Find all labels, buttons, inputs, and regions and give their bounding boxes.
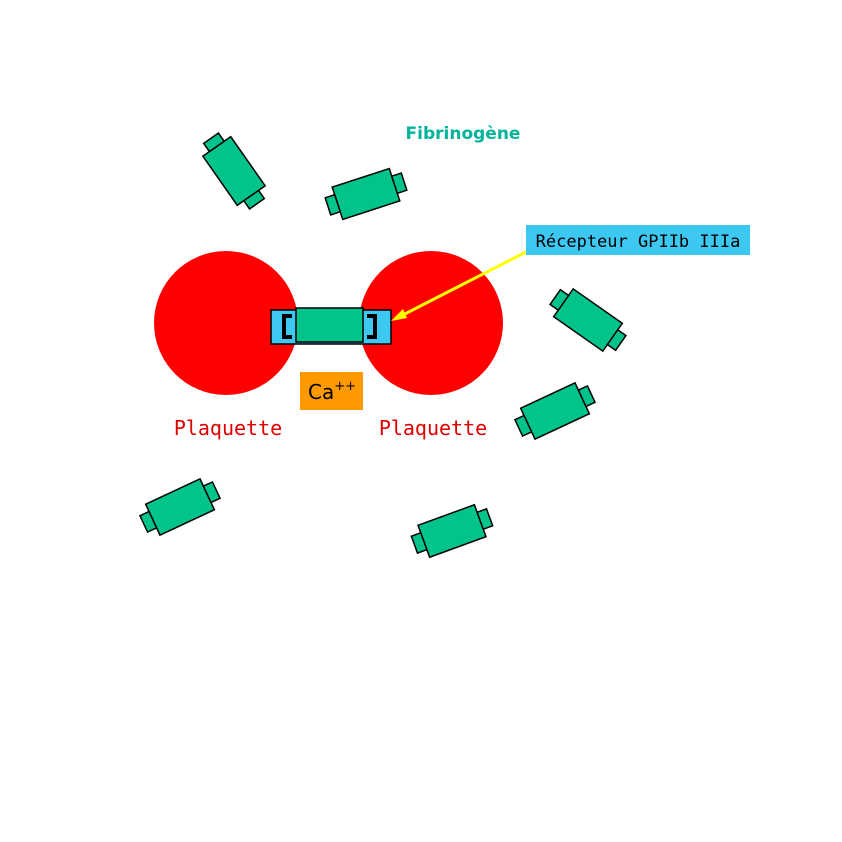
receptor-bracket-left xyxy=(282,314,292,339)
receptor-pointer-arrowhead xyxy=(391,309,407,321)
fibrinogen-label: Fibrinogène xyxy=(406,124,521,144)
platelet-right-label: Plaquette xyxy=(379,416,487,440)
fibrinogen-molecule xyxy=(196,127,272,215)
receptor-pointer-line xyxy=(394,250,527,321)
platelet-left xyxy=(154,251,298,395)
platelet-left-label: Plaquette xyxy=(174,416,282,440)
fibrinogen-molecule xyxy=(407,500,497,562)
calcium-label: Ca++ xyxy=(308,379,356,404)
fibrinogen-molecule xyxy=(321,164,411,224)
receptor-label: Récepteur GPIIb IIIa xyxy=(536,232,741,252)
platelet-right xyxy=(359,251,503,395)
fibrinogen-molecule xyxy=(544,282,632,358)
fibrinogen-molecule xyxy=(135,473,225,541)
receptor-label-box xyxy=(526,225,750,255)
calcium-box xyxy=(300,372,363,410)
bound-fibrinogen xyxy=(295,307,364,343)
fibrinogen-molecule xyxy=(510,377,600,445)
receptor-bracket-right xyxy=(367,314,377,339)
